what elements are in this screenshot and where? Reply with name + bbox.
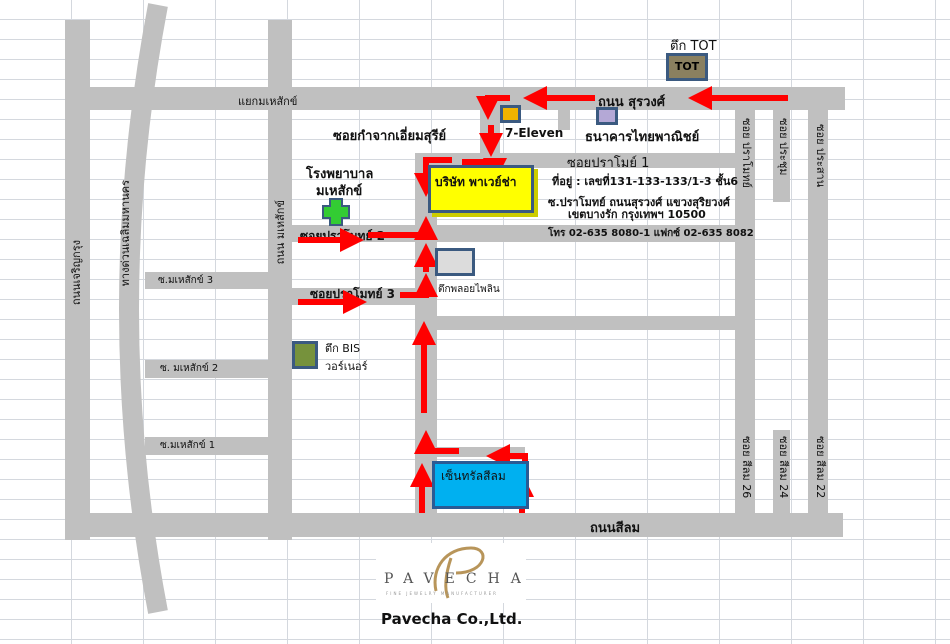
label-soi-mahesak1: ซ.มเหสักข์ 1 [160,440,216,451]
road-soi-pramot-v [735,110,755,515]
bis-building-icon [292,341,318,369]
central-silom-label: เซ็นทรัลสีลม [441,469,506,483]
seven-eleven-building-icon [500,105,521,123]
road-surawong [65,87,845,110]
label-soi-silom24: ซอย สีลม 24 [777,436,790,499]
seven-eleven-label: 7-Eleven [505,126,564,140]
address-line1: ที่อยู่ : เลขที่131-133-133/1-3 ชั้น6 [552,175,739,188]
road-inner [437,316,740,330]
label-soi-pramot1: ซอยปราโมย์ 1 [567,156,650,171]
road-soi-prasan [808,110,828,515]
company-name: Pavecha Co.,Ltd. [381,610,523,628]
tot-building-icon: TOT [666,53,708,81]
address-line3: เขตบางรัก กรุงเทพฯ 10500 [568,208,706,221]
polyplin-label: ตึกพลอยไพลิน [438,284,500,295]
label-soi-prachum: ซอย ประชุม [777,118,790,176]
road-soi-silom24 [773,430,790,515]
road-central [437,447,525,457]
scb-label: ธนาคารไทยพาณิชย์ [585,130,700,145]
label-silom: ถนนสีลม [590,521,641,536]
central-silom-building-icon: เซ็นทรัลสีลม [432,461,529,509]
company-label: บริษัท พาเวย์ช่า [435,175,517,189]
road-silom [65,513,843,537]
logo-brand: PAVECHA [384,571,532,587]
logo-p-monogram [433,546,485,599]
hospital-label-1: โรงพยาบาล [306,167,374,182]
bis-label-1: ตึก BIS [325,342,361,355]
hospital-label-2: มเหสักข์ [316,184,363,199]
address-phone: โทร 02-635 8080-1 แฟกซ์ 02-635 8082 [548,228,754,239]
label-soi-prasan: ซอย ประสาน [814,124,827,188]
label-soi-mahesak3: ซ.มเหสักข์ 3 [158,275,214,286]
road-soi-mahesak2 [145,360,268,378]
label-soi-mahesak2: ซ. มเหสักข์ 2 [160,363,219,374]
label-surawong: ถนน สุรวงศ์ [598,95,665,110]
road-soi-mahesak3 [145,272,268,289]
label-soi-kamjak: ซอยกำจากเอี่ยมสุรีย์ [333,129,447,144]
scb-building-icon [596,107,618,125]
label-soi-pramot-v: ซอย ปราโมทย์ [740,118,753,188]
label-soi-silom26: ซอย สีลม 26 [740,436,753,499]
road-seven-lane [558,100,570,130]
bis-label-2: วอร์เนอร์ [325,360,368,373]
logo-tagline: FINE JEWELRY MANUFACTURER [386,591,498,596]
pavecha-logo: PAVECHA FINE JEWELRY MANUFACTURER [376,543,526,603]
company-building-icon: บริษัท พาเวย์ช่า [428,165,534,213]
label-mahesak-junction: แยกมเหสักข์ [238,95,298,108]
road-soi-mahesak1 [145,437,268,455]
road-soi-prachum [773,110,790,202]
label-soi-silom22: ซอย สีลม 22 [814,436,827,499]
address-line2: ซ.ปราโมทย์ ถนนสุรวงศ์ แขวงสุริยวงศ์ [548,196,730,209]
tot-title: ตึก TOT [670,39,717,54]
polyplin-building-icon [435,248,475,276]
